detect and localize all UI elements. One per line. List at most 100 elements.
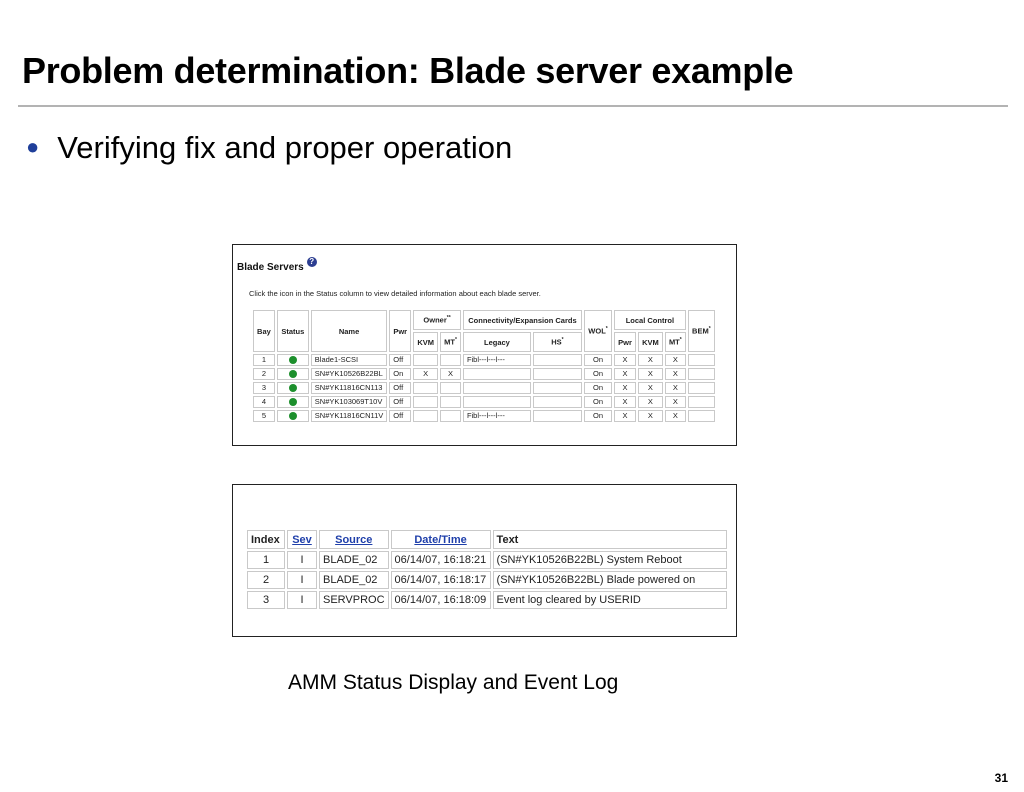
lc-pwr-cell: X: [614, 354, 636, 366]
col-owner-kvm: KVM: [413, 332, 439, 352]
col-source[interactable]: Source: [319, 530, 389, 549]
hs-cell: [532, 410, 582, 422]
legacy-cell: Fibl---l---l---: [462, 410, 531, 422]
col-wol-label: WOL: [588, 326, 606, 336]
table-row: 3 SN#YK11816CN113 Off On X X X: [253, 382, 715, 394]
table-row: 5 SN#YK11816CN11V Off Fibl---l---l--- On…: [253, 410, 715, 422]
wol-cell: On: [583, 354, 613, 366]
name-cell: SN#YK11816CN113: [310, 382, 388, 394]
col-connectivity: Connectivity/Expansion Cards: [462, 310, 582, 330]
col-bem: BEM*: [687, 310, 715, 352]
lc-kvm-cell: X: [637, 410, 663, 422]
lc-pwr-cell: X: [614, 382, 636, 394]
wol-cell: On: [583, 396, 613, 408]
table-row: 2 SN#YK10526B22BL On X X On X X X: [253, 368, 715, 380]
bem-cell: [687, 382, 715, 394]
lc-mt-cell: X: [664, 396, 686, 408]
col-bem-label: BEM: [692, 326, 709, 336]
col-wol: WOL*: [583, 310, 613, 352]
owner-mt-cell: [440, 354, 461, 366]
text-cell: (SN#YK10526B22BL) System Reboot: [492, 551, 727, 569]
col-datetime[interactable]: Date/Time: [390, 530, 491, 549]
col-hs: HS*: [532, 332, 582, 352]
col-local-control: Local Control: [614, 310, 686, 330]
col-owner-mt-mark: *: [455, 337, 457, 344]
col-index: Index: [247, 530, 285, 549]
col-lc-pwr: Pwr: [614, 332, 636, 352]
col-lc-mt-label: MT: [668, 337, 680, 347]
source-cell: BLADE_02: [319, 571, 389, 589]
col-owner-mt: MT*: [440, 332, 461, 352]
sev-cell: I: [287, 551, 317, 569]
pwr-cell: Off: [389, 410, 412, 422]
col-lc-mt-mark: *: [679, 337, 682, 344]
table-row: 4 SN#YK103069T10V Off On X X X: [253, 396, 715, 408]
bay-cell: 3: [253, 382, 275, 394]
table-row: 3 I SERVPROC 06/14/07, 16:18:09 Event lo…: [247, 591, 727, 609]
bay-cell: 2: [253, 368, 275, 380]
source-cell: SERVPROC: [319, 591, 389, 609]
sort-sev-link[interactable]: Sev: [292, 533, 312, 546]
page-number: 31: [994, 771, 1008, 785]
index-cell: 2: [247, 571, 285, 589]
hs-cell: [532, 382, 582, 394]
owner-mt-cell: [440, 410, 461, 422]
owner-kvm-cell: [413, 354, 439, 366]
bem-cell: [687, 354, 715, 366]
col-sev[interactable]: Sev: [287, 530, 317, 549]
wol-cell: On: [583, 410, 613, 422]
col-bem-mark: *: [708, 326, 711, 333]
bem-cell: [687, 368, 715, 380]
blade-servers-heading: Blade Servers?: [237, 257, 317, 273]
hs-cell: [532, 354, 582, 366]
col-status: Status: [276, 310, 309, 352]
col-lc-kvm: KVM: [637, 332, 663, 352]
status-ok-icon[interactable]: [288, 384, 297, 393]
sort-datetime-link[interactable]: Date/Time: [414, 533, 467, 546]
name-cell: SN#YK10526B22BL: [310, 368, 388, 380]
status-ok-icon[interactable]: [288, 370, 297, 379]
status-cell[interactable]: [276, 382, 309, 394]
owner-kvm-cell: [413, 396, 439, 408]
owner-mt-cell: X: [440, 368, 461, 380]
legacy-cell: Fibl---l---l---: [462, 354, 531, 366]
bullet-text: Verifying fix and proper operation: [57, 130, 513, 165]
col-legacy: Legacy: [462, 332, 531, 352]
blade-servers-table: Bay Status Name Pwr Owner** Connectivity…: [251, 308, 717, 424]
status-cell[interactable]: [276, 368, 309, 380]
legacy-cell: [462, 368, 531, 380]
legacy-cell: [462, 382, 531, 394]
help-icon[interactable]: ?: [306, 257, 317, 267]
table-row: 1 Blade1-SCSI Off Fibl---l---l--- On X X…: [253, 354, 715, 366]
status-ok-icon[interactable]: [288, 398, 297, 407]
lc-pwr-cell: X: [614, 396, 636, 408]
text-cell: (SN#YK10526B22BL) Blade powered on: [492, 571, 727, 589]
name-cell: SN#YK103069T10V: [310, 396, 388, 408]
col-owner: Owner**: [413, 310, 461, 330]
col-hs-mark: *: [561, 337, 564, 344]
status-cell[interactable]: [276, 354, 309, 366]
bem-cell: [687, 396, 715, 408]
col-wol-mark: *: [605, 326, 608, 333]
bay-cell: 4: [253, 396, 275, 408]
bay-cell: 1: [253, 354, 275, 366]
pwr-cell: Off: [389, 396, 412, 408]
lc-pwr-cell: X: [614, 410, 636, 422]
col-text: Text: [492, 530, 727, 549]
table-row: 1 I BLADE_02 06/14/07, 16:18:21 (SN#YK10…: [247, 551, 727, 569]
lc-mt-cell: X: [664, 368, 686, 380]
status-ok-icon[interactable]: [288, 412, 297, 421]
table-row: 2 I BLADE_02 06/14/07, 16:18:17 (SN#YK10…: [247, 571, 727, 589]
status-cell[interactable]: [276, 410, 309, 422]
owner-mt-cell: [440, 382, 461, 394]
event-log-table: Index Sev Source Date/Time Text 1 I BLAD…: [245, 528, 729, 611]
sort-source-link[interactable]: Source: [335, 533, 373, 546]
blade-servers-instruction: Click the icon in the Status column to v…: [249, 289, 541, 298]
status-ok-icon[interactable]: [288, 356, 297, 365]
lc-kvm-cell: X: [637, 396, 663, 408]
owner-kvm-cell: X: [413, 368, 439, 380]
pwr-cell: Off: [389, 354, 412, 366]
status-cell[interactable]: [276, 396, 309, 408]
bullet-dot-icon: ●: [26, 134, 40, 159]
col-hs-label: HS: [551, 337, 562, 347]
